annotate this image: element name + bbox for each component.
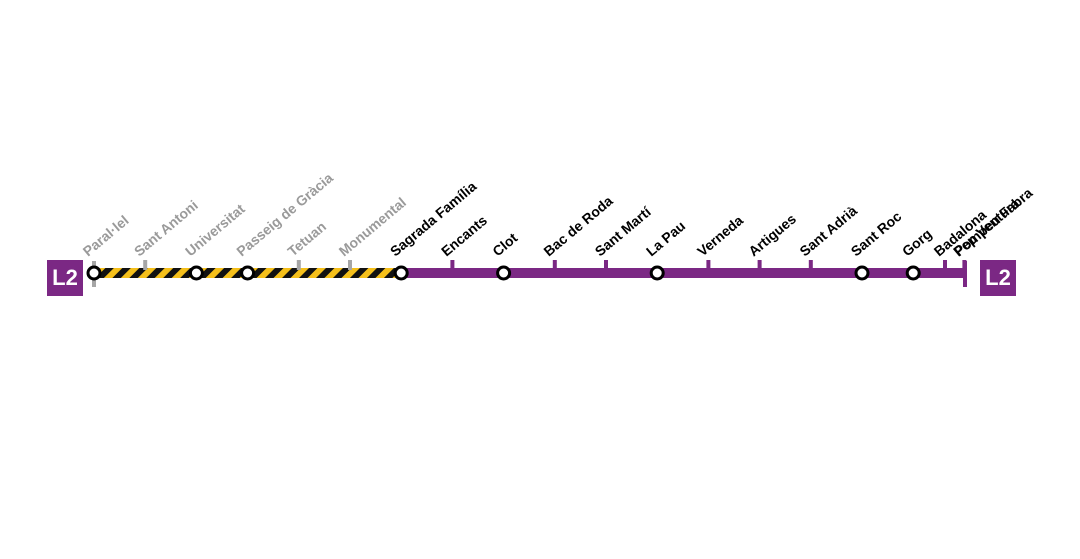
station-tick bbox=[757, 260, 762, 270]
interchange-station-marker bbox=[393, 265, 409, 281]
station-tick bbox=[552, 260, 557, 270]
interchange-station-marker bbox=[86, 265, 102, 281]
station-tick bbox=[962, 260, 967, 270]
station-tick bbox=[943, 260, 947, 270]
station-label: Sagrada Família bbox=[387, 178, 480, 259]
interchange-station-marker bbox=[496, 265, 512, 281]
track-layer bbox=[92, 261, 967, 287]
station-label: Artigues bbox=[745, 210, 799, 259]
station-layer bbox=[86, 265, 921, 281]
station-tick bbox=[604, 260, 608, 270]
line-badge-left: L2 bbox=[47, 260, 83, 296]
line-badge-right: L2 bbox=[980, 260, 1016, 296]
tick-layer bbox=[143, 260, 967, 270]
station-label: Clot bbox=[489, 229, 520, 259]
station-label: Verneda bbox=[694, 212, 746, 259]
station-tick bbox=[296, 260, 301, 270]
station-tick bbox=[143, 260, 148, 270]
station-label: Encants bbox=[438, 212, 490, 259]
station-label: La Pau bbox=[643, 218, 688, 260]
line-end-terminus bbox=[963, 261, 967, 287]
interchange-station-marker bbox=[188, 265, 204, 281]
station-tick bbox=[808, 260, 813, 270]
station-tick bbox=[450, 260, 455, 270]
open-section-track bbox=[401, 268, 965, 278]
station-label: Paral·lel bbox=[80, 212, 132, 259]
interchange-station-marker bbox=[854, 265, 870, 281]
station-label: Gorg bbox=[899, 226, 935, 260]
interchange-station-marker bbox=[905, 265, 921, 281]
interchange-station-marker bbox=[240, 265, 256, 281]
interchange-station-marker bbox=[649, 265, 665, 281]
station-tick bbox=[706, 260, 711, 270]
station-label: Tetuan bbox=[284, 218, 329, 259]
station-tick bbox=[348, 260, 352, 270]
